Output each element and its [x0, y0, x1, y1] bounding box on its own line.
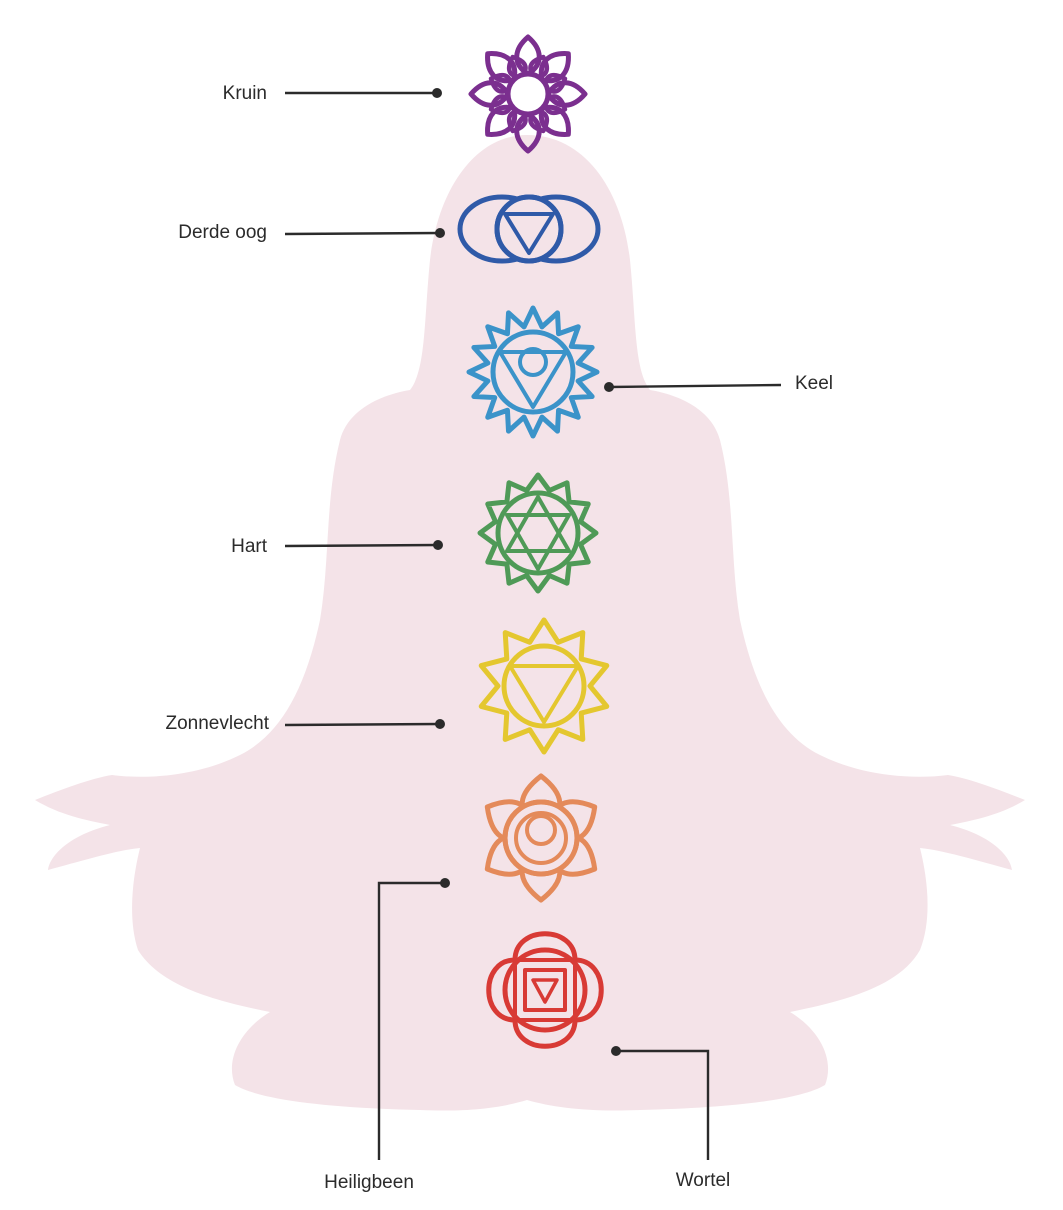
heart-leader-dot: [433, 540, 443, 550]
label-solar-plexus: Zonnevlecht: [165, 713, 269, 734]
label-heart: Hart: [231, 536, 268, 557]
sacral-chakra-icon: [484, 773, 598, 903]
solar-plexus-chakra-icon: [478, 617, 610, 755]
throat-leader-line: [608, 383, 782, 389]
chakra-labels: Kruin Derde oog Keel Hart Zonnevlecht He…: [165, 83, 833, 1193]
third-eye-leader-dot: [435, 228, 445, 238]
third-eye-leader-line: [284, 231, 441, 236]
root-leader-dot: [611, 1046, 621, 1056]
meditating-figure-silhouette: [35, 135, 1025, 1111]
throat-chakra-icon: [466, 305, 600, 439]
leader-lines: [284, 88, 782, 1160]
solar-plexus-leader-dot: [435, 719, 445, 729]
root-leader-line: [616, 1049, 710, 1160]
heart-chakra-icon: [477, 472, 599, 594]
crown-chakra-icon: [468, 34, 588, 154]
throat-leader-dot: [604, 382, 614, 392]
solar-plexus-leader-line: [284, 722, 441, 727]
label-crown: Kruin: [223, 83, 267, 104]
sacral-leader-line: [377, 881, 445, 1160]
sacral-leader-dot: [440, 878, 450, 888]
heart-leader-line: [284, 543, 439, 548]
crown-leader-dot: [432, 88, 442, 98]
label-sacral: Heiligbeen: [324, 1172, 414, 1193]
third-eye-chakra-icon: [457, 194, 601, 264]
label-third-eye: Derde oog: [178, 222, 267, 243]
root-chakra-icon: [486, 931, 604, 1049]
label-throat: Keel: [795, 373, 833, 394]
label-root: Wortel: [676, 1170, 731, 1191]
